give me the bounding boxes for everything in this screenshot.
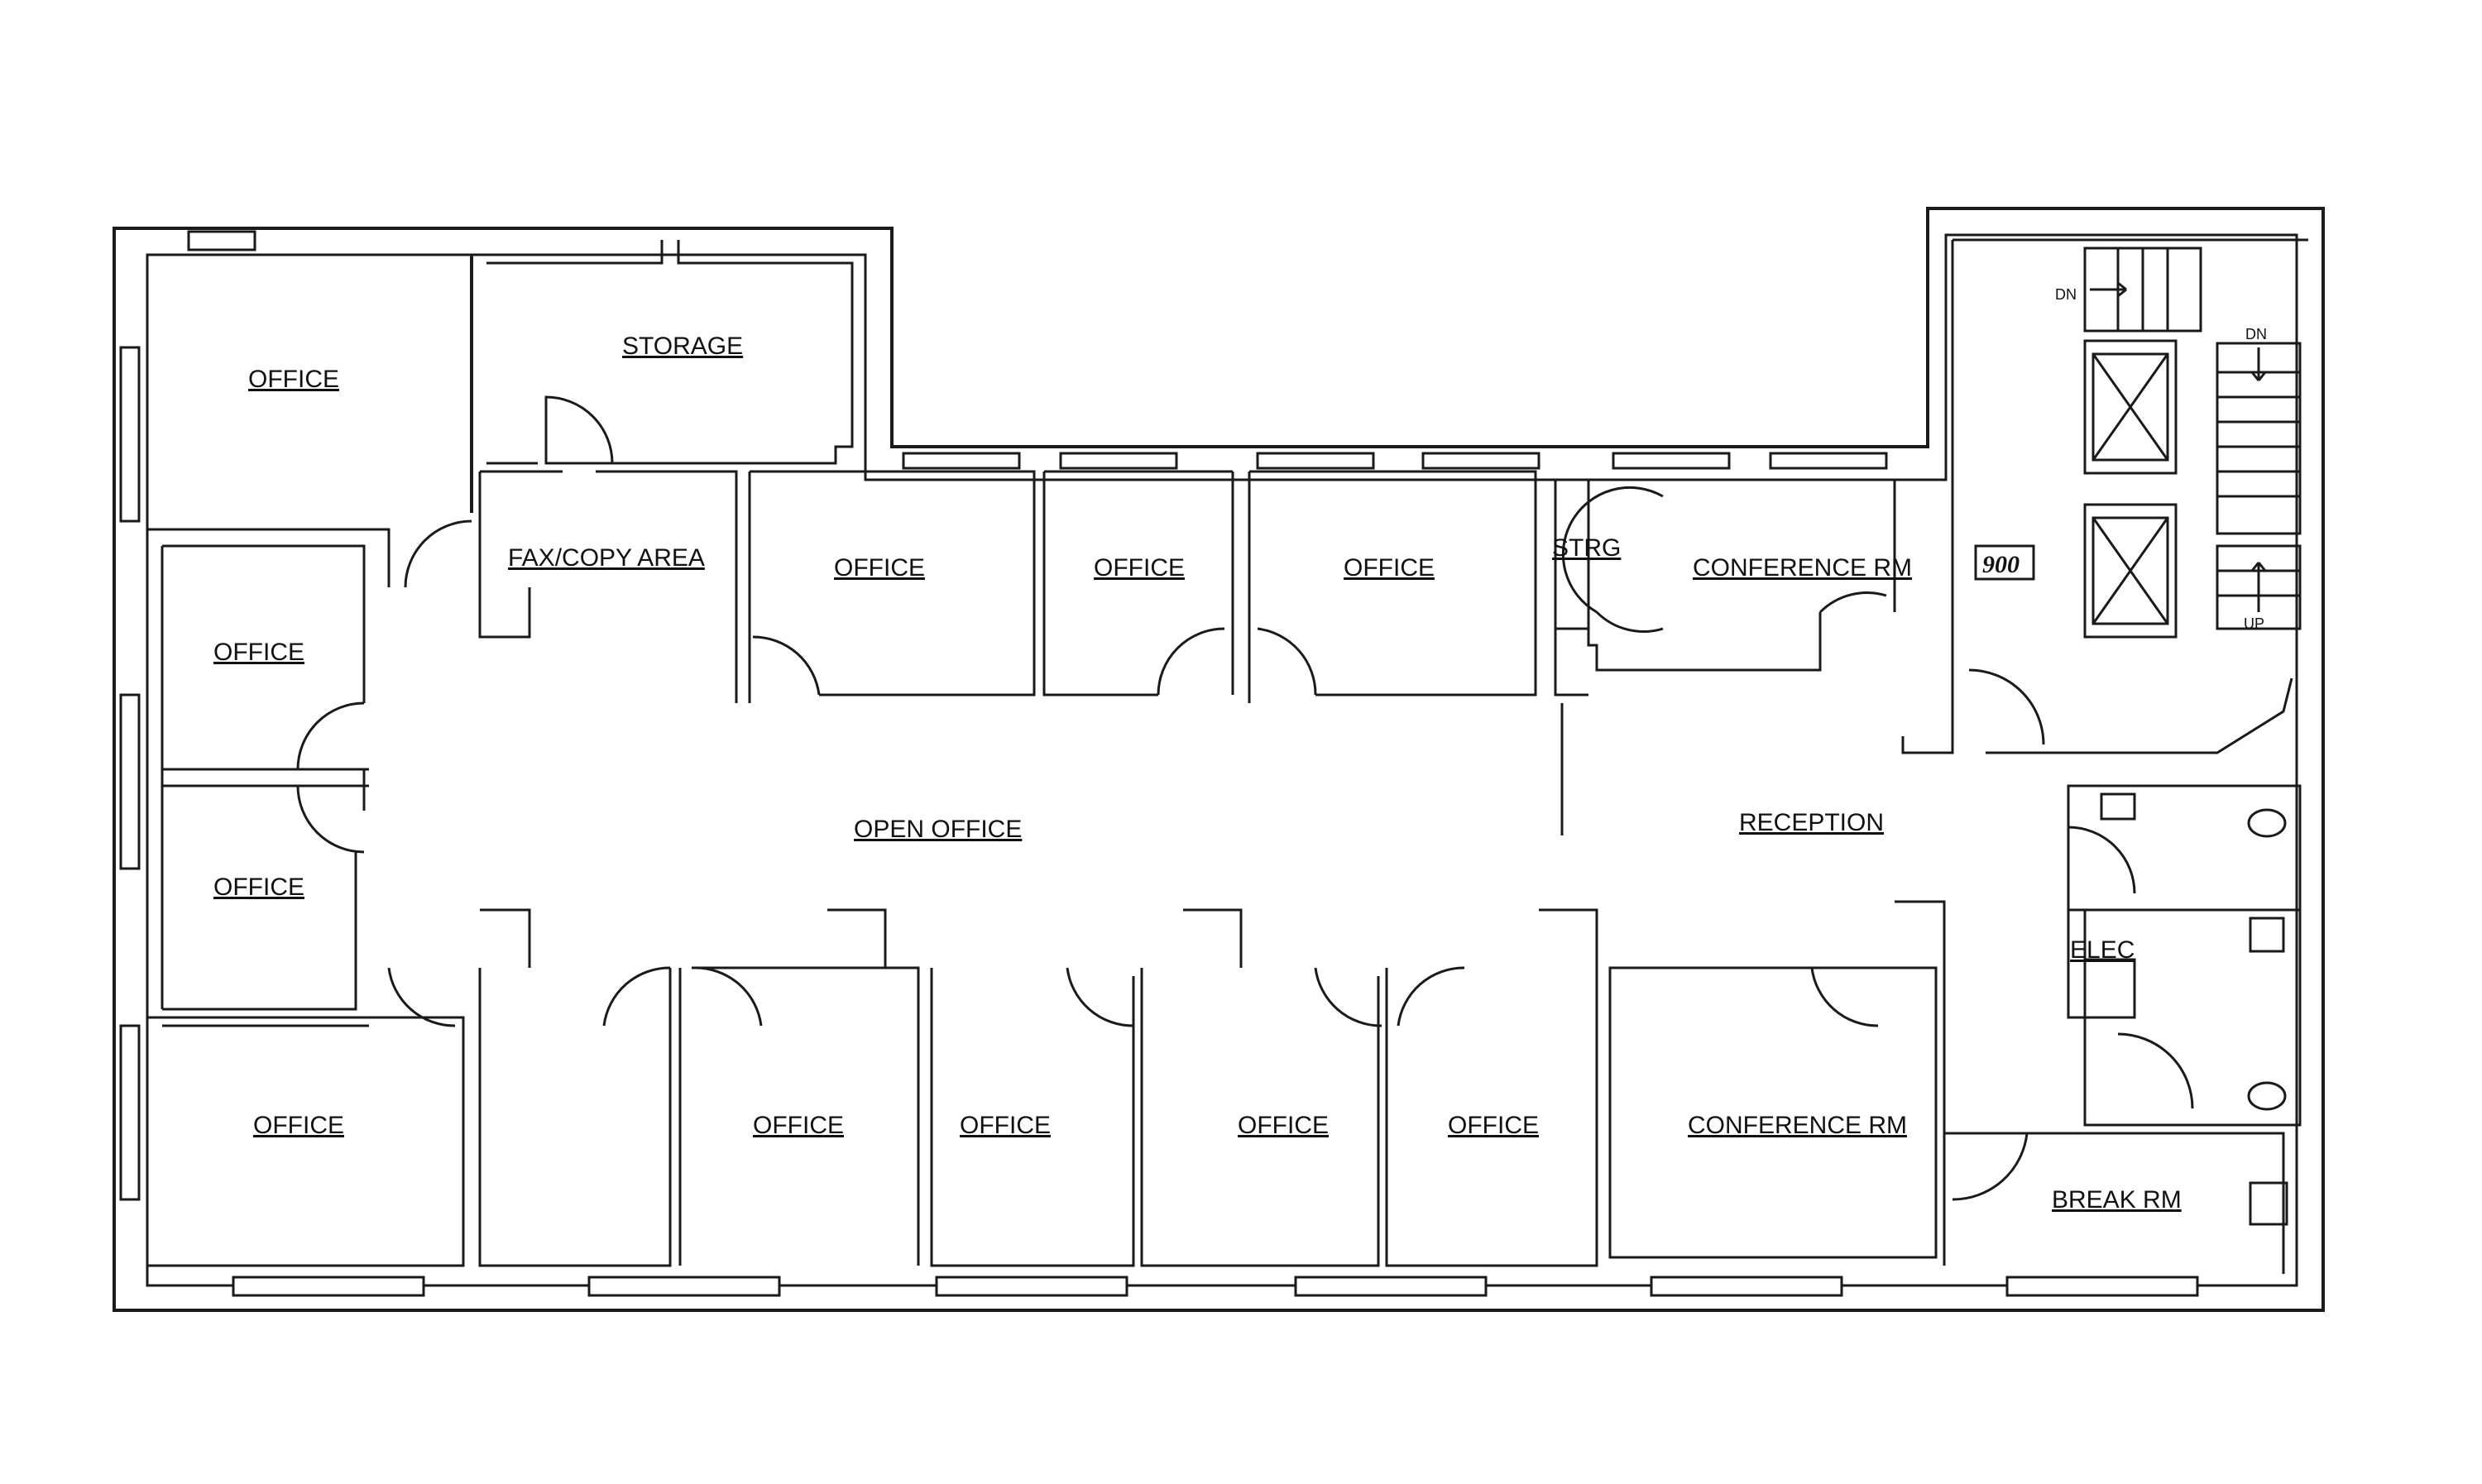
- label-office-nw: OFFICE: [248, 366, 339, 393]
- stair-up-label: UP: [2244, 615, 2264, 632]
- label-office-sw: OFFICE: [253, 1112, 344, 1139]
- label-office-n1: OFFICE: [834, 554, 925, 582]
- label-conference-s: CONFERENCE RM: [1688, 1112, 1907, 1139]
- suite-number: 900: [1982, 551, 2020, 578]
- label-strg: STRG: [1552, 534, 1621, 562]
- label-office-n2: OFFICE: [1094, 554, 1185, 582]
- vertical-core: [2083, 247, 2302, 639]
- label-open-office: OPEN OFFICE: [854, 816, 1022, 843]
- stair-dn-label-2: DN: [2245, 326, 2267, 342]
- label-conference-n: CONFERENCE RM: [1693, 554, 1912, 582]
- label-break-rm: BREAK RM: [2052, 1186, 2182, 1214]
- plumbing-fixtures: [2100, 792, 2288, 1226]
- label-office-s1: OFFICE: [753, 1112, 844, 1139]
- label-office-s3: OFFICE: [1238, 1112, 1329, 1139]
- label-office-s2: OFFICE: [960, 1112, 1051, 1139]
- core-annotations: 900 DN DN UP: [1974, 281, 2267, 632]
- interior-walls: [146, 238, 2308, 1274]
- label-office-n3: OFFICE: [1344, 554, 1435, 582]
- label-office-w2: OFFICE: [213, 874, 304, 901]
- room-labels: OFFICE STORAGE FAX/COPY AREA OFFICE OFFI…: [213, 333, 2182, 1214]
- label-office-w1: OFFICE: [213, 639, 304, 666]
- stair-arrow-up: [2250, 562, 2267, 612]
- stair-arrow-dn-1: [2090, 281, 2127, 298]
- stair-arrow-dn-2: [2250, 347, 2267, 381]
- label-elec: ELEC: [2070, 936, 2135, 964]
- label-office-s4: OFFICE: [1448, 1112, 1539, 1139]
- label-fax-copy: FAX/COPY AREA: [508, 544, 705, 572]
- windows: [119, 230, 2199, 1297]
- stair-dn-label-1: DN: [2055, 286, 2077, 303]
- label-reception: RECEPTION: [1739, 809, 1884, 836]
- suite-number-badge: [1974, 544, 2035, 581]
- doors: [296, 395, 2194, 1201]
- label-storage: STORAGE: [622, 333, 743, 360]
- exterior-walls: [113, 207, 2325, 1312]
